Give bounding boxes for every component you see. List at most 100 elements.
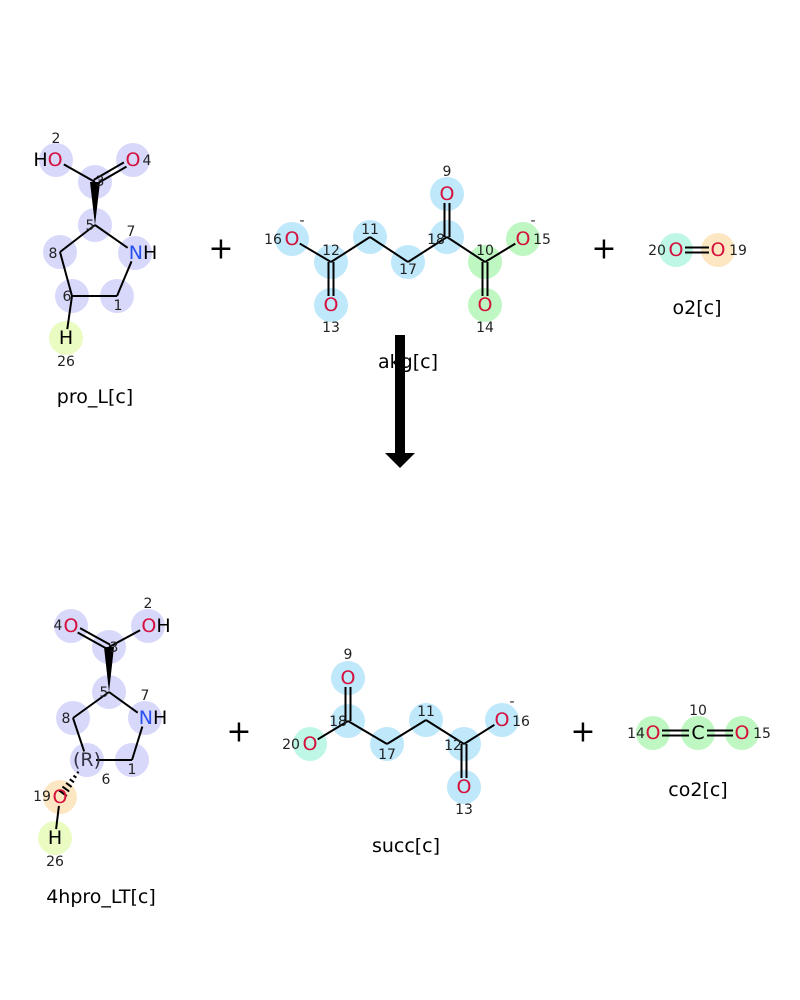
atom-symbol: O bbox=[341, 667, 356, 689]
atom-index: 5 bbox=[86, 218, 95, 234]
atom-symbol: H bbox=[48, 827, 62, 849]
atom-index: 7 bbox=[127, 224, 136, 240]
plus-sign: + bbox=[226, 715, 251, 750]
atom-index: 6 bbox=[102, 772, 111, 788]
single-bond bbox=[108, 629, 141, 648]
atom-symbol: H bbox=[59, 327, 73, 349]
atom-index: 19 bbox=[729, 243, 747, 259]
atom-index: 11 bbox=[417, 704, 435, 720]
atom-highlight bbox=[39, 143, 73, 177]
atom-symbol: O bbox=[669, 239, 684, 261]
atom-index: 16 bbox=[264, 232, 282, 248]
single-bond bbox=[94, 224, 129, 249]
plus-sign: + bbox=[570, 715, 595, 750]
single-bond bbox=[347, 720, 388, 745]
atom-symbol: O bbox=[495, 709, 510, 731]
molecule-label: akg[c] bbox=[378, 351, 438, 373]
charge-sign: - bbox=[299, 213, 304, 229]
atom-symbol: OH bbox=[141, 615, 170, 637]
atom-index: 14 bbox=[476, 320, 494, 336]
hash-bond bbox=[61, 785, 70, 793]
atom-index: 6 bbox=[63, 289, 72, 305]
double-bond bbox=[77, 631, 109, 651]
single-bond bbox=[55, 805, 60, 830]
single-bond bbox=[317, 720, 349, 741]
single-bond bbox=[369, 236, 409, 263]
atom-highlight bbox=[118, 236, 152, 270]
atom-symbol: O bbox=[457, 776, 472, 798]
atom-index: 1 bbox=[128, 762, 137, 778]
atom-symbol: C bbox=[691, 722, 704, 744]
atom-index: 26 bbox=[46, 854, 64, 870]
wedge-bond bbox=[90, 182, 100, 225]
atom-index: 17 bbox=[378, 747, 396, 763]
single-bond bbox=[330, 236, 371, 263]
single-bond bbox=[59, 224, 96, 253]
atom-index: 15 bbox=[753, 726, 771, 742]
atom-symbol: NH bbox=[139, 707, 168, 729]
atom-symbol: (R) bbox=[73, 749, 101, 771]
atom-symbol: O bbox=[516, 228, 531, 250]
atom-symbol: O bbox=[64, 615, 79, 637]
single-bond bbox=[66, 295, 73, 330]
hash-bond bbox=[69, 778, 75, 784]
atom-symbol: O bbox=[478, 294, 493, 316]
plus-sign: + bbox=[591, 232, 616, 267]
atom-highlight bbox=[293, 727, 327, 761]
atom-highlight bbox=[314, 288, 348, 322]
single-bond bbox=[425, 719, 465, 745]
single-bond bbox=[299, 242, 332, 263]
single-bond bbox=[59, 251, 73, 297]
atom-index: 11 bbox=[361, 222, 379, 238]
single-bond bbox=[131, 726, 144, 761]
atom-index: 13 bbox=[322, 320, 340, 336]
atom-index: 1 bbox=[114, 298, 123, 314]
single-bond bbox=[484, 242, 516, 263]
molecule-label: o2[c] bbox=[673, 297, 722, 319]
atom-symbol: O bbox=[126, 149, 141, 171]
atom-highlight bbox=[636, 716, 670, 750]
atom-symbol: O bbox=[303, 733, 318, 755]
atom-index: 20 bbox=[648, 243, 666, 259]
atom-index: 20 bbox=[282, 737, 300, 753]
atom-highlight bbox=[725, 716, 759, 750]
atom-index: 12 bbox=[444, 738, 462, 754]
molecule-label: 4hpro_LT[c] bbox=[46, 886, 156, 908]
atom-index: 16 bbox=[512, 714, 530, 730]
double-bond bbox=[79, 627, 111, 646]
atom-highlight bbox=[131, 609, 165, 643]
molecule-label: succ[c] bbox=[372, 835, 440, 857]
single-bond bbox=[407, 236, 448, 263]
single-bond bbox=[63, 163, 96, 183]
atom-highlight bbox=[38, 821, 72, 855]
single-bond bbox=[386, 719, 427, 745]
atom-index: 15 bbox=[533, 232, 551, 248]
molecule-label: pro_L[c] bbox=[57, 386, 133, 408]
atom-symbol: NH bbox=[129, 242, 158, 264]
atom-symbol: HO bbox=[33, 149, 62, 171]
charge-sign: - bbox=[530, 213, 535, 229]
single-bond bbox=[463, 723, 495, 745]
atom-index: 26 bbox=[57, 354, 75, 370]
atom-highlight bbox=[485, 703, 519, 737]
atom-highlight bbox=[701, 233, 735, 267]
atom-index: 4 bbox=[54, 618, 63, 634]
hash-bond bbox=[72, 774, 77, 779]
atom-index: 2 bbox=[144, 596, 153, 612]
atom-highlight bbox=[681, 716, 715, 750]
atom-index: 10 bbox=[689, 703, 707, 719]
atom-index: 14 bbox=[627, 726, 645, 742]
atom-highlight bbox=[468, 288, 502, 322]
atom-symbol: O bbox=[285, 228, 300, 250]
double-bond bbox=[95, 165, 127, 186]
atom-index: 2 bbox=[52, 131, 61, 147]
atom-symbol: O bbox=[646, 722, 661, 744]
atom-index: 3 bbox=[96, 174, 105, 190]
atom-highlight bbox=[447, 770, 481, 804]
atom-highlight bbox=[43, 780, 77, 814]
hash-bond bbox=[65, 782, 73, 788]
